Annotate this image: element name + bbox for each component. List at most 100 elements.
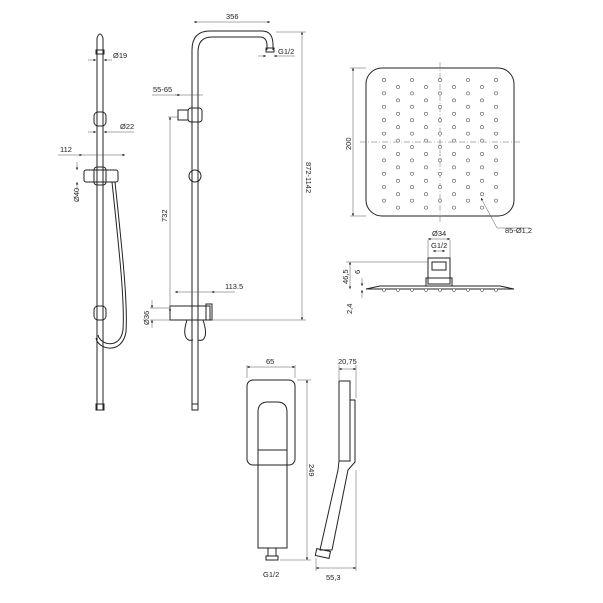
dim-head-depth: 20,75 xyxy=(338,357,357,366)
nozzle xyxy=(438,198,442,203)
nozzle xyxy=(494,131,498,136)
nozzle-side xyxy=(424,288,428,292)
nozzle xyxy=(424,85,428,89)
nozzle xyxy=(494,78,498,82)
dim-head-size: 200 xyxy=(344,137,353,150)
dim-connector-height: 6 xyxy=(353,270,362,274)
nozzle xyxy=(410,171,414,176)
nozzle xyxy=(494,171,498,176)
nozzle xyxy=(382,158,386,163)
nozzle-grid xyxy=(382,78,498,210)
nozzle xyxy=(382,171,386,176)
nozzle xyxy=(424,125,428,130)
nozzle xyxy=(494,145,498,149)
dim-connector-thread: G1/2 xyxy=(431,241,447,250)
nozzle xyxy=(396,85,400,89)
nozzle xyxy=(438,78,442,82)
nozzle xyxy=(382,185,386,190)
nozzle-side xyxy=(480,288,484,292)
nozzle-side xyxy=(396,288,400,292)
nozzle xyxy=(480,98,484,103)
lower-slider xyxy=(93,305,107,321)
nozzle xyxy=(410,131,414,136)
dim-plate-thickness: 2,4 xyxy=(345,304,354,314)
nozzle xyxy=(480,165,484,170)
nozzle xyxy=(396,98,400,103)
nozzle xyxy=(452,205,456,210)
dim-rail-diameter: Ø19 xyxy=(113,51,127,60)
nozzle xyxy=(466,104,470,109)
nozzle xyxy=(410,158,414,163)
nozzle xyxy=(382,145,386,149)
dim-bracket-height: 732 xyxy=(160,209,169,222)
dim-bracket-offset: 55-65 xyxy=(153,85,172,94)
nozzle xyxy=(480,178,484,183)
hand-shower-head-front xyxy=(246,379,296,466)
nozzle xyxy=(410,104,414,109)
dim-arm-thread: G1/2 xyxy=(278,47,294,56)
nozzle xyxy=(494,118,498,123)
nozzle xyxy=(396,178,400,183)
nozzle xyxy=(480,138,484,143)
nozzle xyxy=(396,205,400,210)
nozzle xyxy=(438,104,442,109)
nozzle xyxy=(466,158,470,163)
rail-cap xyxy=(95,49,105,55)
nozzle xyxy=(410,118,414,123)
nozzle xyxy=(494,158,498,163)
rail-front-view: 356 G1/2 872-1142 55-65 732 113.5 Ø36 xyxy=(142,12,313,411)
dim-hand-thread: G1/2 xyxy=(263,570,279,579)
nozzle xyxy=(466,91,470,96)
dim-arm-length: 356 xyxy=(226,12,239,21)
dim-holder-diameter: Ø40 xyxy=(72,188,81,202)
nozzle xyxy=(480,192,484,197)
nozzle xyxy=(424,205,428,210)
nozzle xyxy=(494,185,498,190)
plate-side xyxy=(365,285,515,290)
nozzle xyxy=(410,185,414,190)
nozzle xyxy=(494,198,498,203)
rail-side-view: Ø19 Ø22 112 Ø40 xyxy=(58,33,134,411)
hand-shower-holder xyxy=(83,169,119,183)
nozzle xyxy=(480,85,484,89)
connector xyxy=(427,257,451,285)
nozzle xyxy=(410,78,414,82)
nozzle xyxy=(382,118,386,123)
nozzle xyxy=(438,171,442,176)
wall-bracket xyxy=(177,109,189,121)
nozzle-side xyxy=(410,288,414,292)
slider xyxy=(93,111,107,127)
nozzle xyxy=(396,125,400,130)
nozzle xyxy=(410,198,414,203)
nozzle xyxy=(452,138,456,143)
nozzle xyxy=(452,165,456,170)
nozzle xyxy=(396,192,400,197)
nozzle-side xyxy=(466,288,470,292)
slider-knob xyxy=(188,169,202,183)
nozzle xyxy=(382,104,386,109)
nozzle xyxy=(382,131,386,136)
nozzle xyxy=(466,198,470,203)
hand-shower: 65 249 G1/2 20,75 55,3 xyxy=(246,357,357,582)
nozzle xyxy=(424,192,428,197)
nozzle xyxy=(438,145,442,149)
nozzle xyxy=(410,145,414,149)
nozzle xyxy=(480,125,484,130)
nozzle xyxy=(452,85,456,89)
nozzle xyxy=(452,192,456,197)
dim-nozzles: 85-Ø1,2 xyxy=(505,226,532,235)
nozzle xyxy=(438,158,442,163)
nozzle xyxy=(494,91,498,96)
dim-mixer-depth: 113.5 xyxy=(225,282,243,291)
nozzle xyxy=(466,145,470,149)
nozzle xyxy=(438,185,442,190)
nozzle xyxy=(466,78,470,82)
mixer-body xyxy=(169,305,211,321)
nozzle xyxy=(438,91,442,96)
nozzle-side xyxy=(382,288,386,292)
nozzle xyxy=(466,185,470,190)
nozzle xyxy=(466,118,470,123)
nozzle xyxy=(466,131,470,136)
nozzle xyxy=(424,165,428,170)
nozzle xyxy=(480,152,484,156)
